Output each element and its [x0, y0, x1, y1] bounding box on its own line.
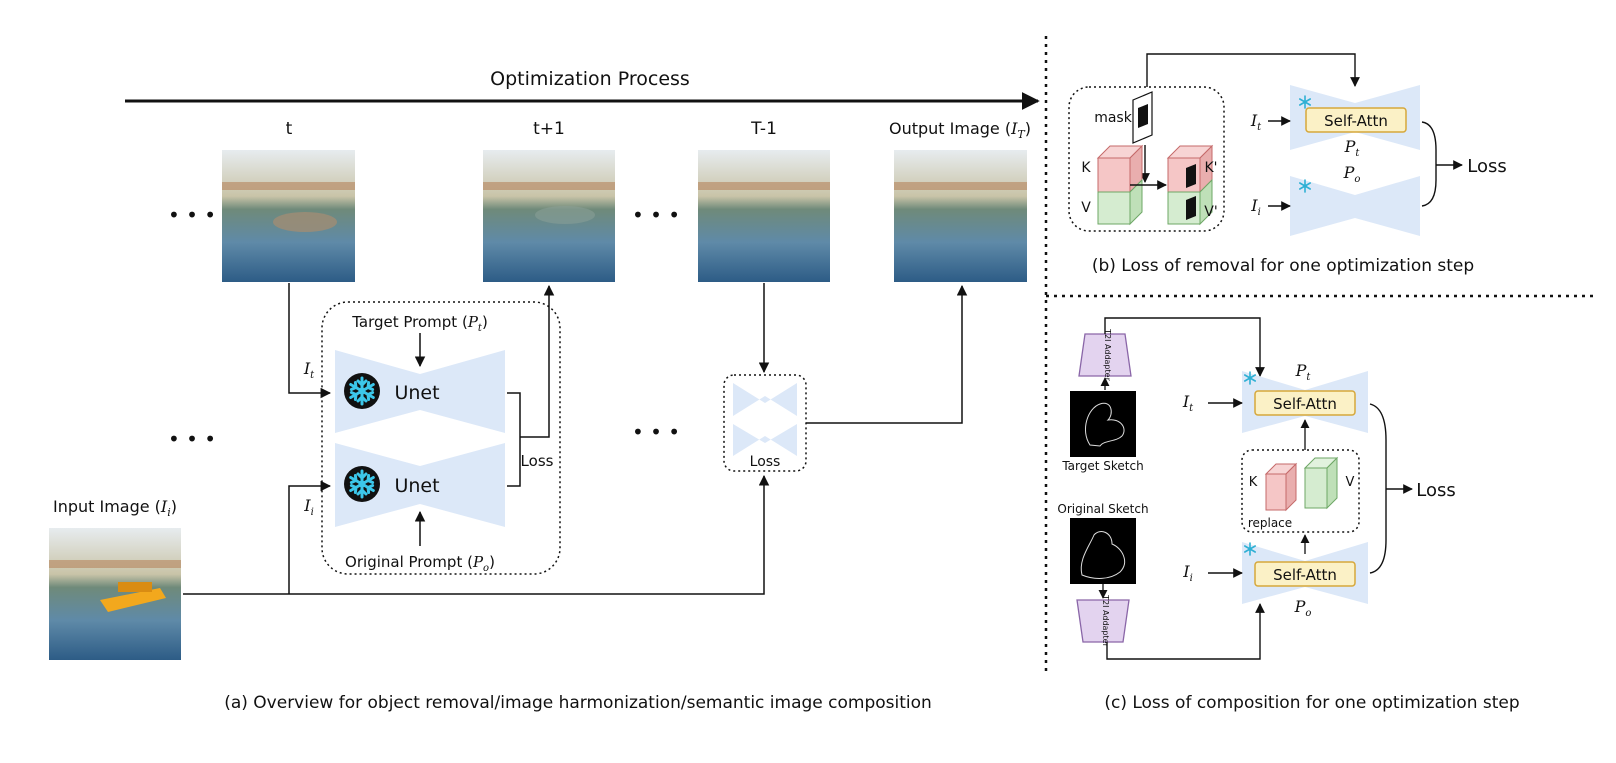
composition-loss-label: Loss [1416, 480, 1455, 501]
k-prime-cube [1166, 144, 1214, 194]
unet-bottom [335, 443, 505, 527]
ellipsis-top-mid: • • • [632, 203, 680, 227]
removal-Ii: Ii [1250, 196, 1261, 218]
composition-self-attn-bottom-label: Self-Attn [1273, 566, 1337, 584]
composition-panel: T2I Addapter Target Sketch Original Sket… [1057, 317, 1520, 713]
image-step-t [222, 150, 355, 282]
input-image [49, 528, 181, 660]
optimization-process-label: Optimization Process [490, 68, 690, 90]
Ii-label: Ii [303, 496, 314, 518]
input-image-label: Input Image (Ii) [53, 497, 177, 519]
composition-Po: Po [1294, 597, 1312, 619]
removal-Po: Po [1343, 163, 1361, 185]
removal-unet-bottom [1290, 176, 1420, 236]
caption-b: (b) Loss of removal for one optimization… [1092, 256, 1474, 276]
removal-panel: mask K V K' V' [1068, 53, 1507, 276]
ellipsis-mid-left: • • • [168, 427, 216, 451]
step-label-T-minus-1: T-1 [750, 119, 777, 139]
image-step-t-plus-1 [483, 150, 615, 282]
unet-top [335, 350, 505, 433]
composition-k-cube [1264, 462, 1298, 512]
v-cube [1097, 178, 1143, 226]
output-image-label: Output Image (IT) [889, 119, 1031, 141]
target-sketch-image [1070, 391, 1136, 457]
composition-self-attn-bottom [1254, 561, 1356, 587]
target-prompt-label: Target Prompt (Pt) [351, 313, 488, 334]
overview-loss-label: Loss [521, 452, 554, 470]
removal-self-attn [1305, 107, 1407, 133]
ellipsis-top-left: • • • [168, 203, 216, 227]
original-sketch-image [1070, 518, 1136, 584]
step-label-t-plus-1: t+1 [533, 119, 565, 139]
unet-container [321, 301, 561, 575]
composition-k-label: K [1249, 475, 1258, 490]
composition-It: It [1182, 392, 1194, 414]
original-prompt-label: Original Prompt (Po) [345, 553, 495, 574]
loss-box-label: Loss [750, 454, 781, 470]
t2i-adapter-top-label: T2I Addapter [1103, 328, 1112, 381]
v-prime-label: V' [1204, 204, 1217, 220]
original-sketch-label: Original Sketch [1057, 502, 1148, 516]
output-image [894, 150, 1027, 282]
It-label: It [303, 359, 315, 381]
snowflake-icon [342, 371, 382, 411]
image-step-T-minus-1 [698, 150, 830, 282]
composition-Ii: Ii [1182, 562, 1193, 584]
caption-a: (a) Overview for object removal/image ha… [224, 693, 932, 713]
t2i-adapter-top [1078, 333, 1132, 377]
t2i-adapter-bottom [1076, 599, 1130, 643]
caption-c: (c) Loss of composition for one optimiza… [1104, 693, 1519, 713]
k-label: K [1081, 160, 1091, 176]
overview-panel: Optimization Process t t+1 T-1 Output Im… [49, 68, 1040, 713]
removal-It: It [1250, 111, 1262, 133]
composition-self-attn-top-label: Self-Attn [1273, 395, 1337, 413]
step-label-t: t [286, 119, 293, 139]
k-prime-label: K' [1204, 160, 1217, 176]
composition-Pt: Pt [1295, 361, 1312, 383]
removal-self-attn-label: Self-Attn [1324, 112, 1388, 130]
t2i-adapter-bottom-label: T2I Addapter [1101, 594, 1110, 647]
composition-v-cube [1303, 456, 1339, 510]
unet-bottom-label: Unet [394, 475, 439, 497]
composition-self-attn-top [1254, 390, 1356, 416]
mask-label: mask [1094, 110, 1133, 126]
replace-label: replace [1248, 516, 1292, 530]
v-label: V [1081, 200, 1091, 216]
snowflake-icon [342, 464, 382, 504]
target-sketch-label: Target Sketch [1061, 459, 1143, 473]
composition-v-label: V [1346, 475, 1355, 490]
boat-shape [100, 588, 166, 612]
removal-loss-label: Loss [1467, 156, 1506, 177]
ellipsis-mid-right: • • • [632, 420, 680, 444]
v-prime-cube [1167, 178, 1213, 226]
unet-top-label: Unet [394, 382, 439, 404]
removal-Pt: Pt [1344, 137, 1361, 159]
k-cube [1096, 144, 1144, 194]
